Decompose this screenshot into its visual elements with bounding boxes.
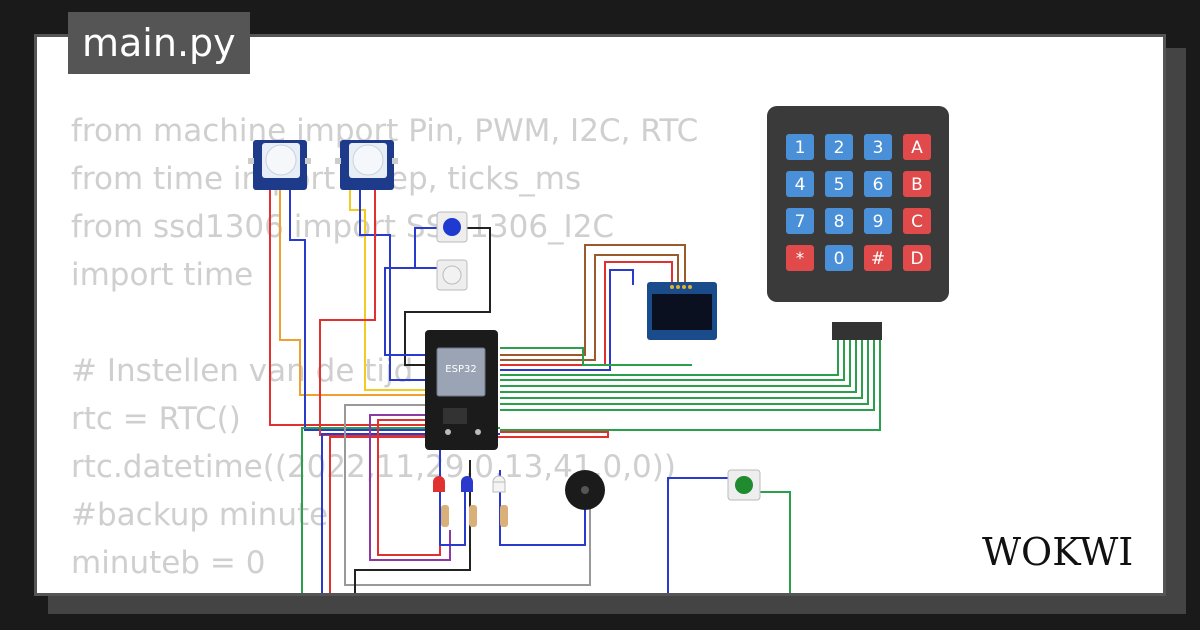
keypad-key-label: 2 <box>834 138 845 158</box>
keypad-key-6[interactable] <box>864 171 892 197</box>
wokwi-logo: WOKWI <box>982 530 1133 574</box>
keypad-key-label: 0 <box>834 249 845 269</box>
wires-power <box>301 404 609 593</box>
keypad-key-label: 8 <box>834 212 845 232</box>
buzzer[interactable] <box>565 470 605 510</box>
keypad-key-D[interactable] <box>903 245 931 271</box>
code-line-4: import time <box>71 257 254 293</box>
keypad-key-label: 6 <box>873 175 884 195</box>
wires-pir <box>269 190 430 436</box>
keypad-key-label: C <box>911 212 923 232</box>
resistor-2 <box>469 505 477 527</box>
pir-sensor-1[interactable] <box>248 140 311 190</box>
keypad-key-0[interactable] <box>825 245 853 271</box>
keypad-key-label: 1 <box>795 138 806 158</box>
resistor-3 <box>500 505 508 527</box>
wokwi-logo-text: WOKWI <box>982 530 1133 574</box>
keypad-key-label: # <box>871 249 885 269</box>
keypad-key-8[interactable] <box>825 208 853 234</box>
wires-keypad <box>500 340 881 431</box>
keypad-key-label: 5 <box>834 175 845 195</box>
file-tab[interactable]: main.py <box>68 12 250 74</box>
code-line-1: from machine import Pin, PWM, I2C, RTC <box>71 113 699 149</box>
keypad-key-3[interactable] <box>864 134 892 160</box>
preview-card[interactable]: from machine import Pin, PWM, I2C, RTC fr… <box>34 34 1166 596</box>
keypad-key-label: 4 <box>795 175 806 195</box>
wires-oled <box>500 244 692 371</box>
keypad-key-label: 7 <box>795 212 806 232</box>
esp32-label: ESP32 <box>445 364 476 375</box>
keypad-key-C[interactable] <box>903 208 931 234</box>
led-blue[interactable] <box>461 476 473 492</box>
keypad-key-1[interactable] <box>786 134 814 160</box>
pushbutton-green[interactable] <box>727 469 761 501</box>
keypad-key-label: D <box>910 249 923 269</box>
code-line-9: #backup minute <box>71 497 329 533</box>
keypad-key-A[interactable] <box>903 134 931 160</box>
keypad-key-label: 3 <box>873 138 884 158</box>
keypad[interactable]: 1 2 3 A 4 5 6 B 7 8 9 C * 0 # D <box>767 106 949 340</box>
wires-green-button <box>667 477 791 593</box>
led-red[interactable] <box>433 476 445 492</box>
keypad-key-*[interactable] <box>786 245 814 271</box>
keypad-key-#[interactable] <box>864 245 892 271</box>
keypad-key-5[interactable] <box>825 171 853 197</box>
pushbutton-white[interactable] <box>436 259 468 291</box>
keypad-key-B[interactable] <box>903 171 931 197</box>
code-line-3: from ssd1306 import SSD1306_I2C <box>71 209 615 245</box>
keypad-key-7[interactable] <box>786 208 814 234</box>
keypad-key-label: * <box>796 249 805 269</box>
keypad-key-2[interactable] <box>825 134 853 160</box>
pir-sensor-2[interactable] <box>335 140 398 190</box>
keypad-key-label: B <box>911 175 923 195</box>
keypad-key-9[interactable] <box>864 208 892 234</box>
pushbutton-blue[interactable] <box>436 211 468 243</box>
oled-display[interactable] <box>647 282 717 340</box>
resistor-1 <box>441 505 449 527</box>
code-line-6: # Instellen van de tijd <box>71 353 414 389</box>
wires-buttons <box>384 227 491 366</box>
code-line-7: rtc = RTC() <box>71 401 241 437</box>
code-line-10: minuteb = 0 <box>71 545 266 581</box>
keypad-key-label: 9 <box>873 212 884 232</box>
led-white[interactable] <box>492 475 506 493</box>
keypad-key-label: A <box>911 138 923 158</box>
esp32-board[interactable]: ESP32 <box>425 330 498 450</box>
keypad-key-4[interactable] <box>786 171 814 197</box>
